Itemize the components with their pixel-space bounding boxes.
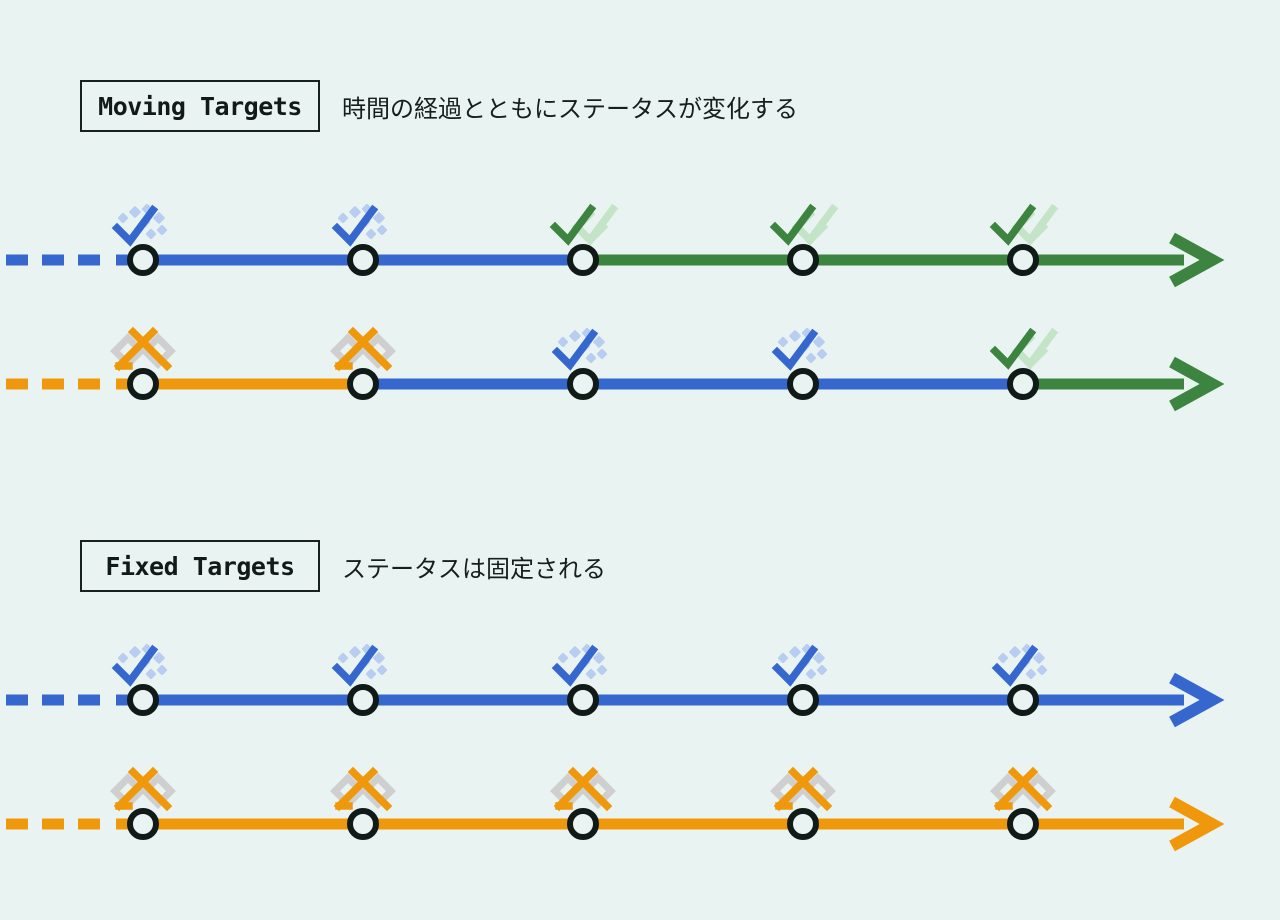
- timeline-segment-2: [1023, 378, 1184, 390]
- timeline-node-2[interactable]: [567, 244, 599, 276]
- timeline-arrow-icon: [1169, 796, 1225, 852]
- timeline-node-2[interactable]: [567, 368, 599, 400]
- section-description: ステータスは固定される: [342, 554, 606, 583]
- timeline-dash-1: [42, 818, 64, 830]
- timeline-segment-0: [116, 694, 1184, 706]
- timeline-dash-2: [78, 818, 100, 830]
- timeline-node-0[interactable]: [127, 244, 159, 276]
- timeline-segment-0: [116, 818, 1184, 830]
- timeline-node-3[interactable]: [787, 244, 819, 276]
- timeline-dash-2: [78, 694, 100, 706]
- timeline-node-4[interactable]: [1007, 244, 1039, 276]
- timeline-node-1[interactable]: [347, 368, 379, 400]
- timeline-svg: [6, 232, 1225, 288]
- timeline-node-2[interactable]: [567, 684, 599, 716]
- section-header-fixed-targets: Fixed Targets ステータスは固定される: [80, 540, 606, 592]
- timeline-dash-1: [42, 378, 64, 390]
- timeline-fixed-row-1: [0, 640, 1280, 760]
- timeline-node-3[interactable]: [787, 368, 819, 400]
- timeline-node-2[interactable]: [567, 808, 599, 840]
- timeline-dash-0: [6, 378, 28, 390]
- section-header-moving-targets: Moving Targets 時間の経過とともにステータスが変化する: [80, 80, 798, 132]
- timeline-dash-1: [42, 694, 64, 706]
- timeline-dash-2: [78, 378, 100, 390]
- section-badge-label: Moving Targets: [98, 91, 302, 121]
- timeline-fixed-row-2: [0, 764, 1280, 884]
- timeline-node-4[interactable]: [1007, 808, 1039, 840]
- timeline-node-0[interactable]: [127, 684, 159, 716]
- timeline-svg: [6, 672, 1225, 728]
- timeline-node-0[interactable]: [127, 808, 159, 840]
- section-badge-fixed-targets: Fixed Targets: [80, 540, 320, 592]
- section-badge-moving-targets: Moving Targets: [80, 80, 320, 132]
- timeline-arrow-icon: [1169, 356, 1225, 412]
- timeline-moving-row-2: [0, 324, 1280, 444]
- timeline-moving-row-1: [0, 200, 1280, 320]
- timeline-svg: [6, 356, 1225, 412]
- timeline-segment-1: [363, 378, 1184, 390]
- timeline-node-1[interactable]: [347, 684, 379, 716]
- timeline-node-0[interactable]: [127, 368, 159, 400]
- timeline-node-3[interactable]: [787, 808, 819, 840]
- timeline-node-4[interactable]: [1007, 684, 1039, 716]
- timeline-dash-2: [78, 254, 100, 266]
- timeline-svg: [6, 796, 1225, 852]
- timeline-segment-0: [116, 378, 363, 390]
- timeline-dash-0: [6, 254, 28, 266]
- timeline-node-1[interactable]: [347, 244, 379, 276]
- timeline-arrow-icon: [1169, 672, 1225, 728]
- timeline-node-1[interactable]: [347, 808, 379, 840]
- timeline-dash-1: [42, 254, 64, 266]
- section-description: 時間の経過とともにステータスが変化する: [342, 94, 798, 123]
- timeline-node-4[interactable]: [1007, 368, 1039, 400]
- timeline-segment-1: [583, 254, 1184, 266]
- timeline-dash-0: [6, 694, 28, 706]
- section-badge-label: Fixed Targets: [105, 551, 295, 581]
- timeline-dash-0: [6, 818, 28, 830]
- timeline-arrow-icon: [1169, 232, 1225, 288]
- timeline-node-3[interactable]: [787, 684, 819, 716]
